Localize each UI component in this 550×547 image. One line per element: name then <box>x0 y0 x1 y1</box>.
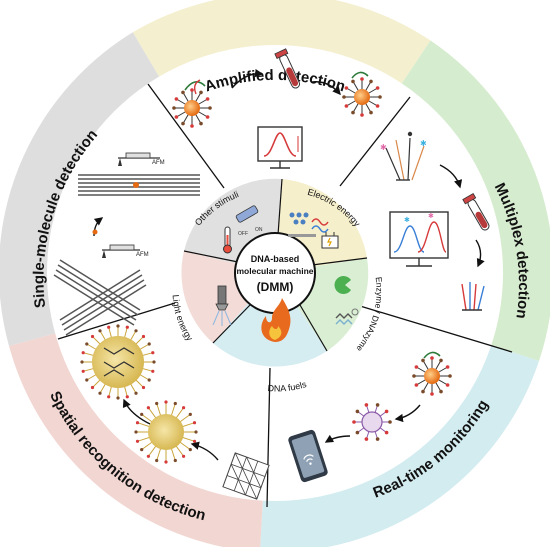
dna-nanoparticle-icon <box>412 356 452 396</box>
target-molecule-icon <box>92 229 98 235</box>
green-strand-icon <box>184 81 206 91</box>
arrow-icon <box>439 164 463 189</box>
center-line2: molecular machine <box>236 266 313 276</box>
center-line1: DNA-based <box>251 254 300 264</box>
flame-icon <box>261 298 291 342</box>
battery-icon <box>321 232 339 249</box>
switch-icon: OFF ON <box>235 205 263 237</box>
dna-origami-bundle-icon <box>78 174 200 196</box>
virus-large-icon <box>80 324 156 400</box>
divider-lines <box>57 83 513 508</box>
hairpin-probes-icon: ✱ ✱ <box>380 131 427 181</box>
switch-on-text: ON <box>255 227 263 233</box>
test-tube-icon <box>274 48 301 89</box>
flashlight-icon <box>212 285 232 326</box>
monitor-multipeak-icon: ✱ ✱ <box>389 211 449 267</box>
thermometer-icon <box>223 226 232 254</box>
red-strand-icon <box>193 79 201 95</box>
arrow-icon <box>190 441 219 461</box>
afm-label-bottom: AFM <box>136 252 149 258</box>
green-strand-icon <box>423 351 441 359</box>
inner-sector-dna-fuels <box>213 273 327 367</box>
arrow-icon <box>122 398 151 425</box>
test-tube-icon <box>462 192 490 231</box>
capture-probes-icon <box>461 282 485 311</box>
afm-label-top: AFM <box>152 160 165 166</box>
arrow-icon <box>231 68 264 89</box>
star-icon: ✱ <box>428 212 434 220</box>
green-strand-icon <box>351 71 369 79</box>
star-icon: ✱ <box>404 216 410 224</box>
electrode-icon <box>288 212 329 237</box>
arrow-icon <box>475 239 485 268</box>
dnazyme-icon <box>335 308 359 325</box>
star-icon: ✱ <box>380 143 387 152</box>
cell-icon <box>352 403 392 441</box>
star-icon: ✱ <box>420 139 427 148</box>
inner-dividers <box>183 178 368 352</box>
crossed-dna-bundles-icon <box>53 259 147 336</box>
arrow-icon <box>324 434 351 443</box>
afm-tip-top-icon: AFM <box>118 152 165 166</box>
afm-tip-bottom-icon: AFM <box>102 244 149 258</box>
center-line3: (DMM) <box>257 280 294 294</box>
smartphone-icon <box>288 429 328 483</box>
dna-nanoparticle-icon <box>342 77 382 117</box>
enzyme-icon <box>334 276 351 294</box>
arrow-icon <box>311 81 341 96</box>
virus-small-icon <box>134 400 198 464</box>
arrow-icon <box>394 404 421 423</box>
switch-off-text: OFF <box>238 231 248 237</box>
monitor-peak-icon <box>257 126 303 169</box>
dna-origami-lattice-icon <box>222 452 270 500</box>
dna-nanoparticle-icon <box>172 88 212 128</box>
